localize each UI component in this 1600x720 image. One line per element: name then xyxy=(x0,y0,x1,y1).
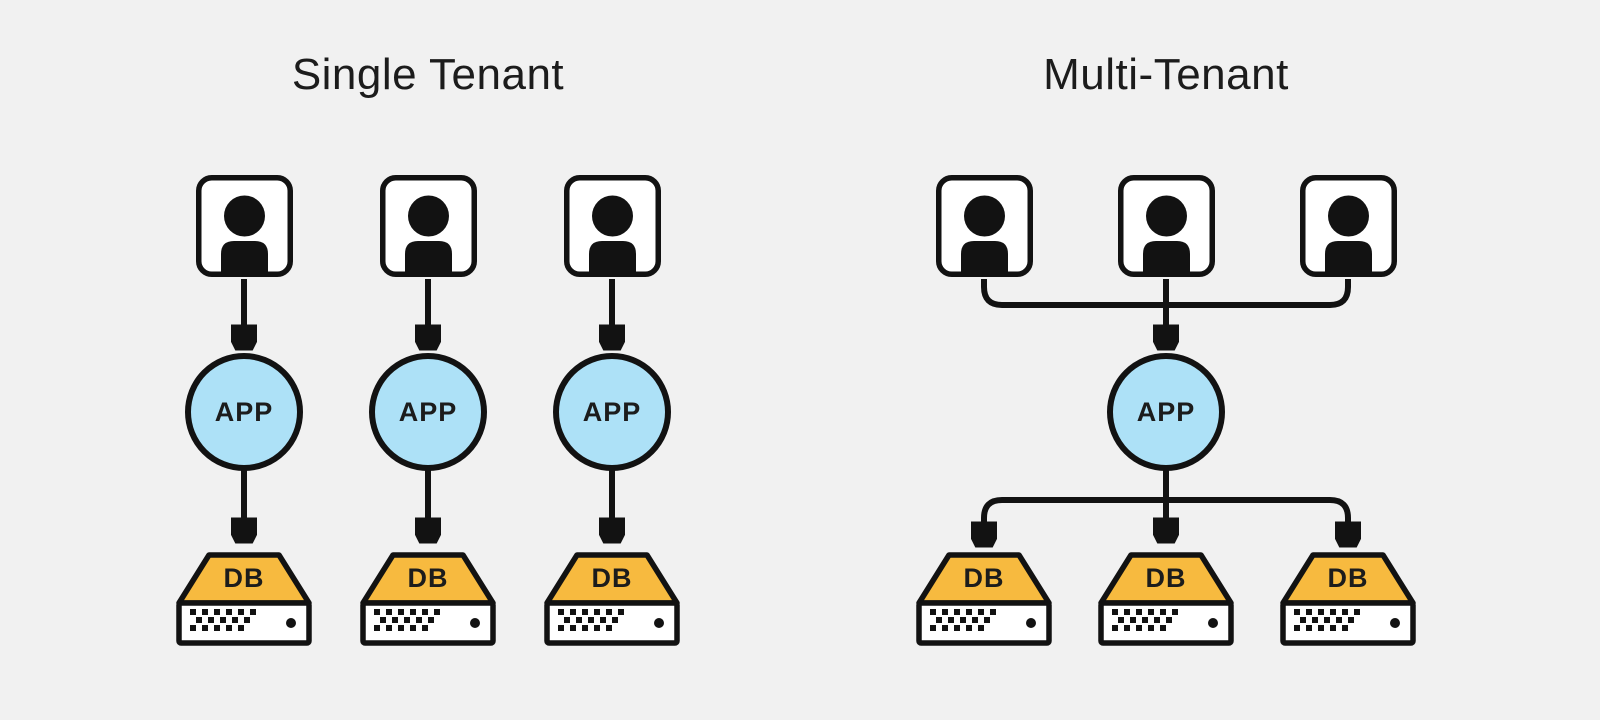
app-label: APP xyxy=(1136,396,1196,427)
db-node: DB xyxy=(358,548,498,648)
app-label: APP xyxy=(398,396,458,427)
user-icon xyxy=(935,175,1033,277)
db-label: DB xyxy=(1145,563,1187,593)
user-icon xyxy=(1299,175,1397,277)
db-label: DB xyxy=(1327,563,1369,593)
app-label: APP xyxy=(582,396,642,427)
db-node: DB xyxy=(542,548,682,648)
connector-mt-app-fanout xyxy=(984,497,1348,524)
db-node: DB xyxy=(174,548,314,648)
db-label: DB xyxy=(963,563,1005,593)
app-node-shared: APP xyxy=(1107,353,1225,471)
user-icon xyxy=(195,175,293,277)
db-label: DB xyxy=(591,563,633,593)
connector-mt-users-merge xyxy=(981,279,1351,308)
app-label: APP xyxy=(214,396,274,427)
user-icon xyxy=(1117,175,1215,277)
db-label: DB xyxy=(407,563,449,593)
db-label: DB xyxy=(223,563,265,593)
user-icon xyxy=(563,175,661,277)
db-node: DB xyxy=(1096,548,1236,648)
db-node: DB xyxy=(1278,548,1418,648)
title-single-tenant: Single Tenant xyxy=(291,50,565,99)
db-node: DB xyxy=(914,548,1054,648)
user-icon xyxy=(379,175,477,277)
app-node: APP xyxy=(185,353,303,471)
app-node: APP xyxy=(369,353,487,471)
title-multi-tenant: Multi-Tenant xyxy=(1043,50,1289,99)
app-node: APP xyxy=(553,353,671,471)
